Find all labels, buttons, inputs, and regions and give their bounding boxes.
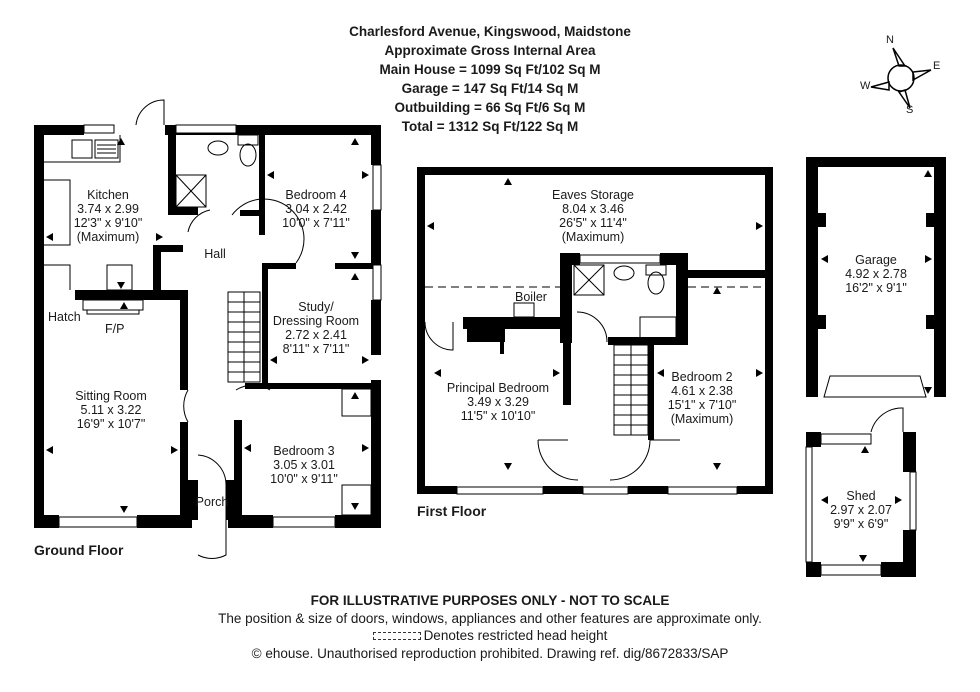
first-floor-label: First Floor — [417, 503, 487, 519]
room-sitting-room: Sitting Room 5.11 x 3.22 16'9" x 10'7" — [75, 389, 147, 431]
copyright: © ehouse. Unauthorised reproduction proh… — [251, 645, 729, 661]
room-garage: Garage 4.92 x 2.78 16'2" x 9'1" — [845, 253, 907, 295]
room-hall: Hall — [204, 247, 226, 261]
hatch-label: Hatch — [48, 310, 81, 324]
room-porch: Porch — [195, 495, 229, 509]
compass-south-label: S — [906, 104, 914, 116]
area-outbuilding: Outbuilding = 66 Sq Ft/6 Sq M — [394, 100, 586, 115]
area-total: Total = 1312 Sq Ft/122 Sq M — [401, 119, 579, 134]
room-shed: Shed 2.97 x 2.07 9'9" x 6'9" — [830, 489, 892, 531]
area-garage: Garage = 147 Sq Ft/14 Sq M — [401, 81, 579, 96]
room-principal-bedroom: Principal Bedroom 3.49 x 3.29 11'5" x 10… — [446, 381, 550, 423]
ground-floor-label: Ground Floor — [34, 542, 124, 558]
room-kitchen: Kitchen 3.74 x 2.99 12'3" x 9'10" (Maxim… — [73, 188, 143, 244]
legend-restricted-height: Denotes restricted head height — [0, 627, 980, 645]
room-eaves-storage: Eaves Storage 8.04 x 3.46 26'5" x 11'4" … — [552, 188, 634, 244]
area-main-house: Main House = 1099 Sq Ft/102 Sq M — [379, 62, 601, 77]
plan-footer: FOR ILLUSTRATIVE PURPOSES ONLY - NOT TO … — [0, 592, 980, 662]
room-bedroom-4: Bedroom 4 3.04 x 2.42 10'0" x 7'11" — [282, 188, 350, 230]
property-address: Charlesford Avenue, Kingswood, Maidstone — [349, 24, 631, 39]
room-bedroom-3: Bedroom 3 3.05 x 3.01 10'0" x 9'11" — [270, 444, 338, 486]
room-study-dressing: Study/ Dressing Room 2.72 x 2.41 8'11" x… — [272, 300, 360, 356]
compass-west-label: W — [860, 80, 871, 92]
boiler-label: Boiler — [515, 290, 547, 304]
disclaimer: FOR ILLUSTRATIVE PURPOSES ONLY - NOT TO … — [310, 593, 670, 608]
dashed-line-legend-icon — [372, 632, 421, 641]
plan-header: Charlesford Avenue, Kingswood, Maidstone… — [0, 22, 980, 136]
area-title: Approximate Gross Internal Area — [384, 43, 596, 58]
fireplace-label: F/P — [105, 322, 125, 336]
compass-north-label: N — [886, 34, 894, 46]
compass-east-label: E — [933, 60, 941, 72]
room-bedroom-2: Bedroom 2 4.61 x 2.38 15'1" x 7'10" (Max… — [667, 370, 737, 426]
approximation-note: The position & size of doors, windows, a… — [218, 610, 762, 626]
